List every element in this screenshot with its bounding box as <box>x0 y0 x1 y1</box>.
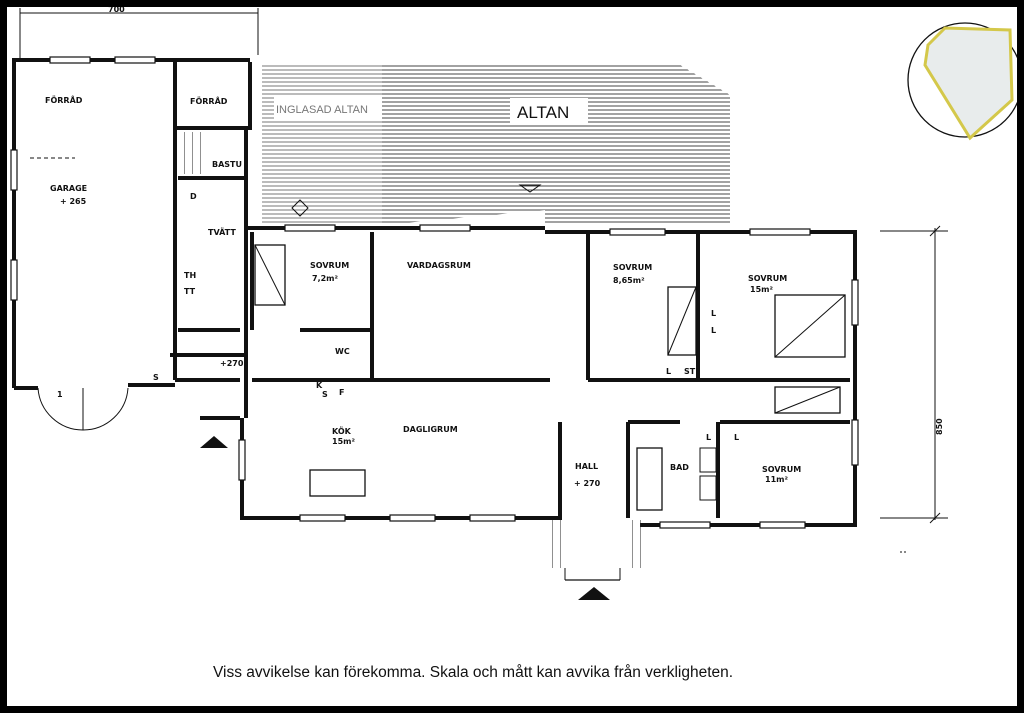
room-label-sovrum-2: SOVRUM <box>613 263 652 272</box>
altan-deck <box>382 65 730 225</box>
room-label-sovrum-1: SOVRUM <box>310 261 349 270</box>
fixture-th: TH <box>184 271 196 280</box>
room-label-bastu: BASTU <box>212 160 242 169</box>
fixture-k: K <box>316 381 323 390</box>
bed-sovrum4 <box>774 386 841 414</box>
floor-plan-page: 700 850 <box>7 7 1017 706</box>
fixture-f: F <box>339 388 344 397</box>
bathtub <box>636 447 663 511</box>
side-entrance-arrow-icon <box>200 436 228 448</box>
room-label-dagligrum: DAGLIGRUM <box>403 425 458 434</box>
dimension-top-label: 700 <box>108 7 125 14</box>
wardrobe-sovrum1 <box>254 244 286 306</box>
room-label-tvatt: TVÄTT <box>208 227 236 237</box>
dining-table <box>309 469 366 497</box>
hall-height: + 270 <box>574 479 601 488</box>
bed-sovrum3 <box>774 294 846 358</box>
main-entrance-arrow-icon <box>578 587 610 600</box>
sovrum-4-area: 11m² <box>765 475 788 484</box>
fixture-st: ST <box>684 367 696 376</box>
kok-area: 15m² <box>332 437 355 446</box>
room-label-wc: WC <box>335 347 350 356</box>
fixture-number-1: 1 <box>57 390 63 399</box>
garage-door-right <box>82 387 129 431</box>
dimension-right-label: 850 <box>935 418 944 435</box>
altan-arrow-icon <box>518 184 542 193</box>
inglasad-altan-marker-icon <box>291 199 309 217</box>
sovrum-1-area: 7,2m² <box>312 274 339 283</box>
fixture-s2: S <box>322 390 328 399</box>
garage-height: + 265 <box>60 197 87 206</box>
compass-icon <box>907 22 1017 141</box>
room-label-inglasad-altan: INGLASAD ALTAN <box>276 104 368 116</box>
room-label-garage: GARAGE <box>50 184 87 193</box>
windows <box>10 56 859 529</box>
room-label-kok: KÖK <box>332 426 352 436</box>
room-label-sovrum-3: SOVRUM <box>748 274 787 283</box>
floor-plan-drawing: 700 850 <box>10 7 1017 600</box>
room-label-altan: ALTAN <box>517 103 569 122</box>
sovrum-2-area: 8,65m² <box>613 276 645 285</box>
fixture-l1: L <box>711 309 716 318</box>
sovrum-3-area: 15m² <box>750 285 773 294</box>
fixture-l2: L <box>711 326 716 335</box>
room-label-vardagsrum: VARDAGSRUM <box>407 261 471 270</box>
room-label-sovrum-4: SOVRUM <box>762 465 801 474</box>
garage-door-left <box>37 387 84 431</box>
fixture-l5: L <box>734 433 739 442</box>
room-label-forrad-left: FÖRRÅD <box>45 95 83 105</box>
room-label-hall: HALL <box>575 462 598 471</box>
entrance-steps-right <box>628 520 646 568</box>
bastu-bench <box>180 132 208 174</box>
room-label-forrad-right: FÖRRÅD <box>190 96 228 106</box>
room-label-bad: BAD <box>670 463 689 472</box>
fixture-l4: L <box>706 433 711 442</box>
fixture-s: S <box>153 373 159 382</box>
fixture-tt: TT <box>184 287 196 296</box>
wardrobe-sovrum2 <box>667 286 697 356</box>
sink-1 <box>699 447 717 473</box>
top-dimension <box>19 8 259 60</box>
right-dimension <box>880 225 948 553</box>
fixture-d: D <box>190 192 197 201</box>
sink-2 <box>699 475 717 501</box>
entrance-steps-left <box>545 520 563 568</box>
disclaimer-text: Viss avvikelse kan förekomma. Skala och … <box>213 664 734 681</box>
inglasad-altan-deck <box>262 65 382 225</box>
grovlentre-height: +270 <box>220 359 244 368</box>
fixture-l3: L <box>666 367 671 376</box>
